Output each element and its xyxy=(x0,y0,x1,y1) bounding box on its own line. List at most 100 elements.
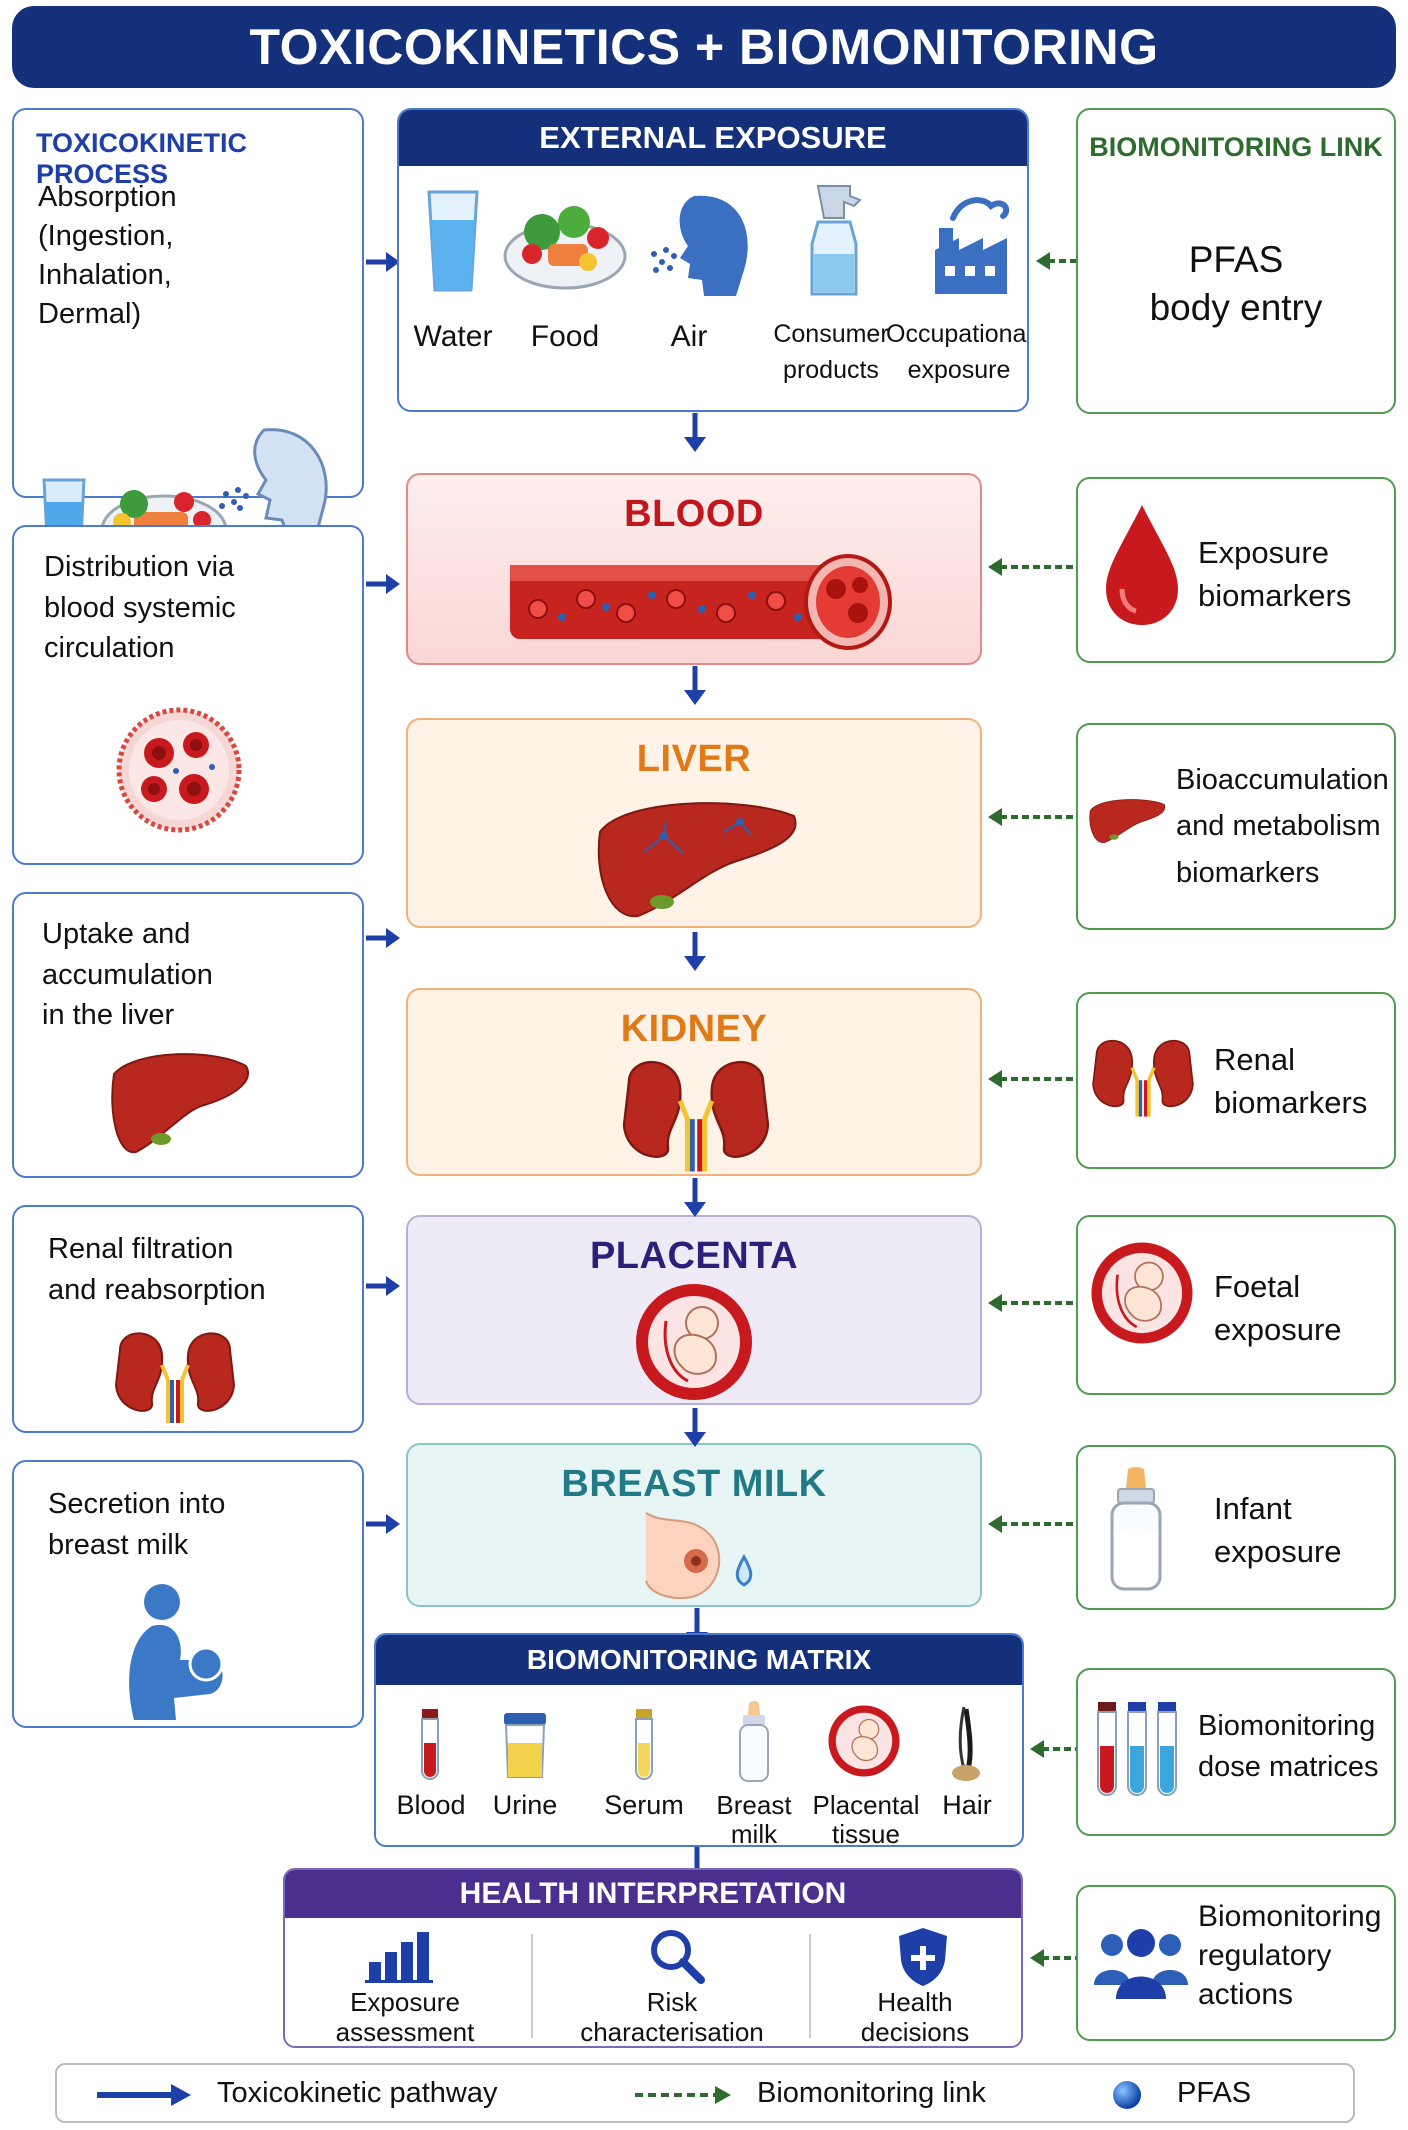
biomonitoring-matrix-panel: BIOMONITORING MATRIX Blood Urine Serum B… xyxy=(374,1633,1024,1847)
stage-title: LIVER xyxy=(636,738,752,780)
stage-blood: BLOOD xyxy=(406,473,982,665)
stage-title: KIDNEY xyxy=(620,1008,768,1050)
biomonitoring-link-arrow xyxy=(988,808,1076,826)
pathway-arrow xyxy=(366,928,400,948)
stage-title: BREAST MILK xyxy=(561,1463,827,1505)
pathway-arrow xyxy=(684,1178,706,1217)
link-foetal-exposure: Foetal exposure xyxy=(1076,1215,1396,1395)
link-infant-exposure: Infant exposure xyxy=(1076,1445,1396,1610)
kidney-icon xyxy=(622,1060,770,1172)
process-step-absorption: TOXICOKINETIC PROCESS Absorption (Ingest… xyxy=(12,108,364,571)
biomonitoring-link-arrow xyxy=(988,558,1076,576)
blood-drop-icon xyxy=(1106,505,1178,625)
legend-link-arrow xyxy=(635,2086,731,2104)
serum-tube-icon xyxy=(635,1709,653,1780)
stage-breast-milk: BREAST MILK xyxy=(406,1443,982,1607)
matrix-label-breast-milk: Breast milk xyxy=(716,1790,792,1847)
matrix-label-blood: Blood xyxy=(396,1790,466,1820)
link-pfas-entry: BIOMONITORING LINK PFAS body entry xyxy=(1076,108,1396,414)
kidney-icon xyxy=(1092,1039,1194,1117)
matrix-label-urine: Urine xyxy=(492,1790,558,1820)
exposure-label-food: Food xyxy=(530,320,600,353)
link-text: Exposure biomarkers xyxy=(1198,535,1352,614)
water-glass-icon xyxy=(427,190,479,292)
people-group-icon xyxy=(1094,1929,1188,1999)
pathway-arrow xyxy=(684,1408,706,1447)
food-plate-icon xyxy=(503,206,627,290)
link-exposure-biomarkers: Exposure biomarkers xyxy=(1076,477,1396,663)
shield-plus-icon xyxy=(899,1928,947,1986)
breathing-head-icon xyxy=(651,195,748,296)
divider xyxy=(531,1934,533,2038)
matrix-header: BIOMONITORING MATRIX xyxy=(376,1635,1022,1685)
process-step-renal: Renal filtration and reabsorption xyxy=(12,1205,364,1433)
legend-link-label: Biomonitoring link xyxy=(757,2077,986,2109)
liver-icon xyxy=(1089,799,1166,843)
process-header: TOXICOKINETIC PROCESS xyxy=(36,128,248,189)
pathway-arrow xyxy=(684,666,706,705)
link-dose-matrices: Biomonitoring dose matrices xyxy=(1076,1668,1396,1836)
milk-bottle-icon xyxy=(739,1701,769,1782)
health-label-risk-characterisation: Risk characterisation xyxy=(580,1987,764,2047)
hair-icon xyxy=(952,1706,980,1781)
process-step-text: Secretion into breast milk xyxy=(48,1488,226,1561)
stage-kidney: KIDNEY xyxy=(406,988,982,1176)
biomonitoring-link-arrow xyxy=(988,1515,1076,1533)
health-label-exposure-assessment: Exposure assessment xyxy=(335,1987,475,2047)
link-text: Biomonitoring dose matrices xyxy=(1198,1710,1379,1783)
stage-placenta: PLACENTA xyxy=(406,1215,982,1405)
exposure-label-water: Water xyxy=(413,320,493,353)
external-exposure-header: EXTERNAL EXPOSURE xyxy=(399,110,1027,166)
fetus-icon xyxy=(636,1284,752,1400)
blood-cross-section-icon xyxy=(116,707,242,833)
pathway-arrow xyxy=(366,252,400,272)
process-step-distribution: Distribution via blood systemic circulat… xyxy=(12,525,364,865)
placenta-icon xyxy=(828,1705,900,1777)
external-exposure-panel: EXTERNAL EXPOSURE Water Food Air Consume… xyxy=(397,108,1029,412)
exposure-label-air: Air xyxy=(670,320,708,353)
health-interpretation-panel: HEALTH INTERPRETATION Exposure assessmen… xyxy=(283,1868,1023,2048)
bar-chart-icon xyxy=(365,1932,433,1983)
pathway-arrow xyxy=(366,1276,400,1296)
biomonitoring-link-arrow xyxy=(1030,1949,1076,1967)
pathway-arrow xyxy=(366,1514,400,1534)
legend-pathway-arrow xyxy=(97,2084,191,2106)
link-bioaccumulation: Bioaccumulation and metabolism biomarker… xyxy=(1076,723,1396,930)
stage-title: BLOOD xyxy=(624,493,764,535)
link-text: Foetal exposure xyxy=(1214,1269,1342,1348)
link-renal-biomarkers: Renal biomarkers xyxy=(1076,992,1396,1169)
health-label-health-decisions: Health decisions xyxy=(860,1987,970,2047)
process-step-text: Renal filtration and reabsorption xyxy=(48,1233,266,1306)
biomonitoring-link-arrow xyxy=(1036,252,1076,270)
legend: Toxicokinetic pathway Biomonitoring link… xyxy=(55,2063,1355,2123)
pathway-arrow xyxy=(366,574,400,594)
breast-icon xyxy=(645,1512,753,1599)
pathway-arrow xyxy=(684,932,706,971)
test-tubes-icon xyxy=(1097,1702,1177,1796)
legend-pathway-label: Toxicokinetic pathway xyxy=(217,2077,498,2109)
stage-liver: LIVER xyxy=(406,718,982,928)
link-text: Infant exposure xyxy=(1214,1491,1342,1570)
process-step-text: Uptake and accumulation in the liver xyxy=(42,918,213,1032)
blood-vessel-icon xyxy=(510,554,892,650)
link-text: Renal biomarkers xyxy=(1214,1042,1368,1121)
stage-title: PLACENTA xyxy=(589,1235,799,1277)
factory-icon xyxy=(935,197,1010,294)
link-text: PFAS body entry xyxy=(1149,239,1323,329)
process-step-text: Absorption (Ingestion, Inhalation, Derma… xyxy=(38,181,177,331)
process-step-liver-uptake: Uptake and accumulation in the liver xyxy=(12,892,364,1178)
link-text: Bioaccumulation and metabolism biomarker… xyxy=(1176,764,1389,889)
process-step-breast-milk: Secretion into breast milk xyxy=(12,1460,364,1728)
link-regulatory-actions: Biomonitoring regulatory actions xyxy=(1076,1885,1396,2041)
baby-bottle-icon xyxy=(1110,1467,1162,1591)
pfas-molecule-icon xyxy=(1113,2081,1141,2109)
biomonitoring-link-arrow xyxy=(1030,1740,1076,1758)
page-title: TOXICOKINETICS + BIOMONITORING xyxy=(12,6,1396,88)
mother-child-icon xyxy=(129,1584,224,1720)
kidney-icon xyxy=(114,1332,236,1423)
biomonitoring-link-arrow xyxy=(988,1294,1076,1312)
liver-icon xyxy=(597,802,797,918)
matrix-label-placental-tissue: Placental tissue xyxy=(812,1790,920,1847)
blood-tube-icon xyxy=(421,1709,439,1780)
exposure-label-occupational: Occupational exposure xyxy=(886,320,1029,385)
